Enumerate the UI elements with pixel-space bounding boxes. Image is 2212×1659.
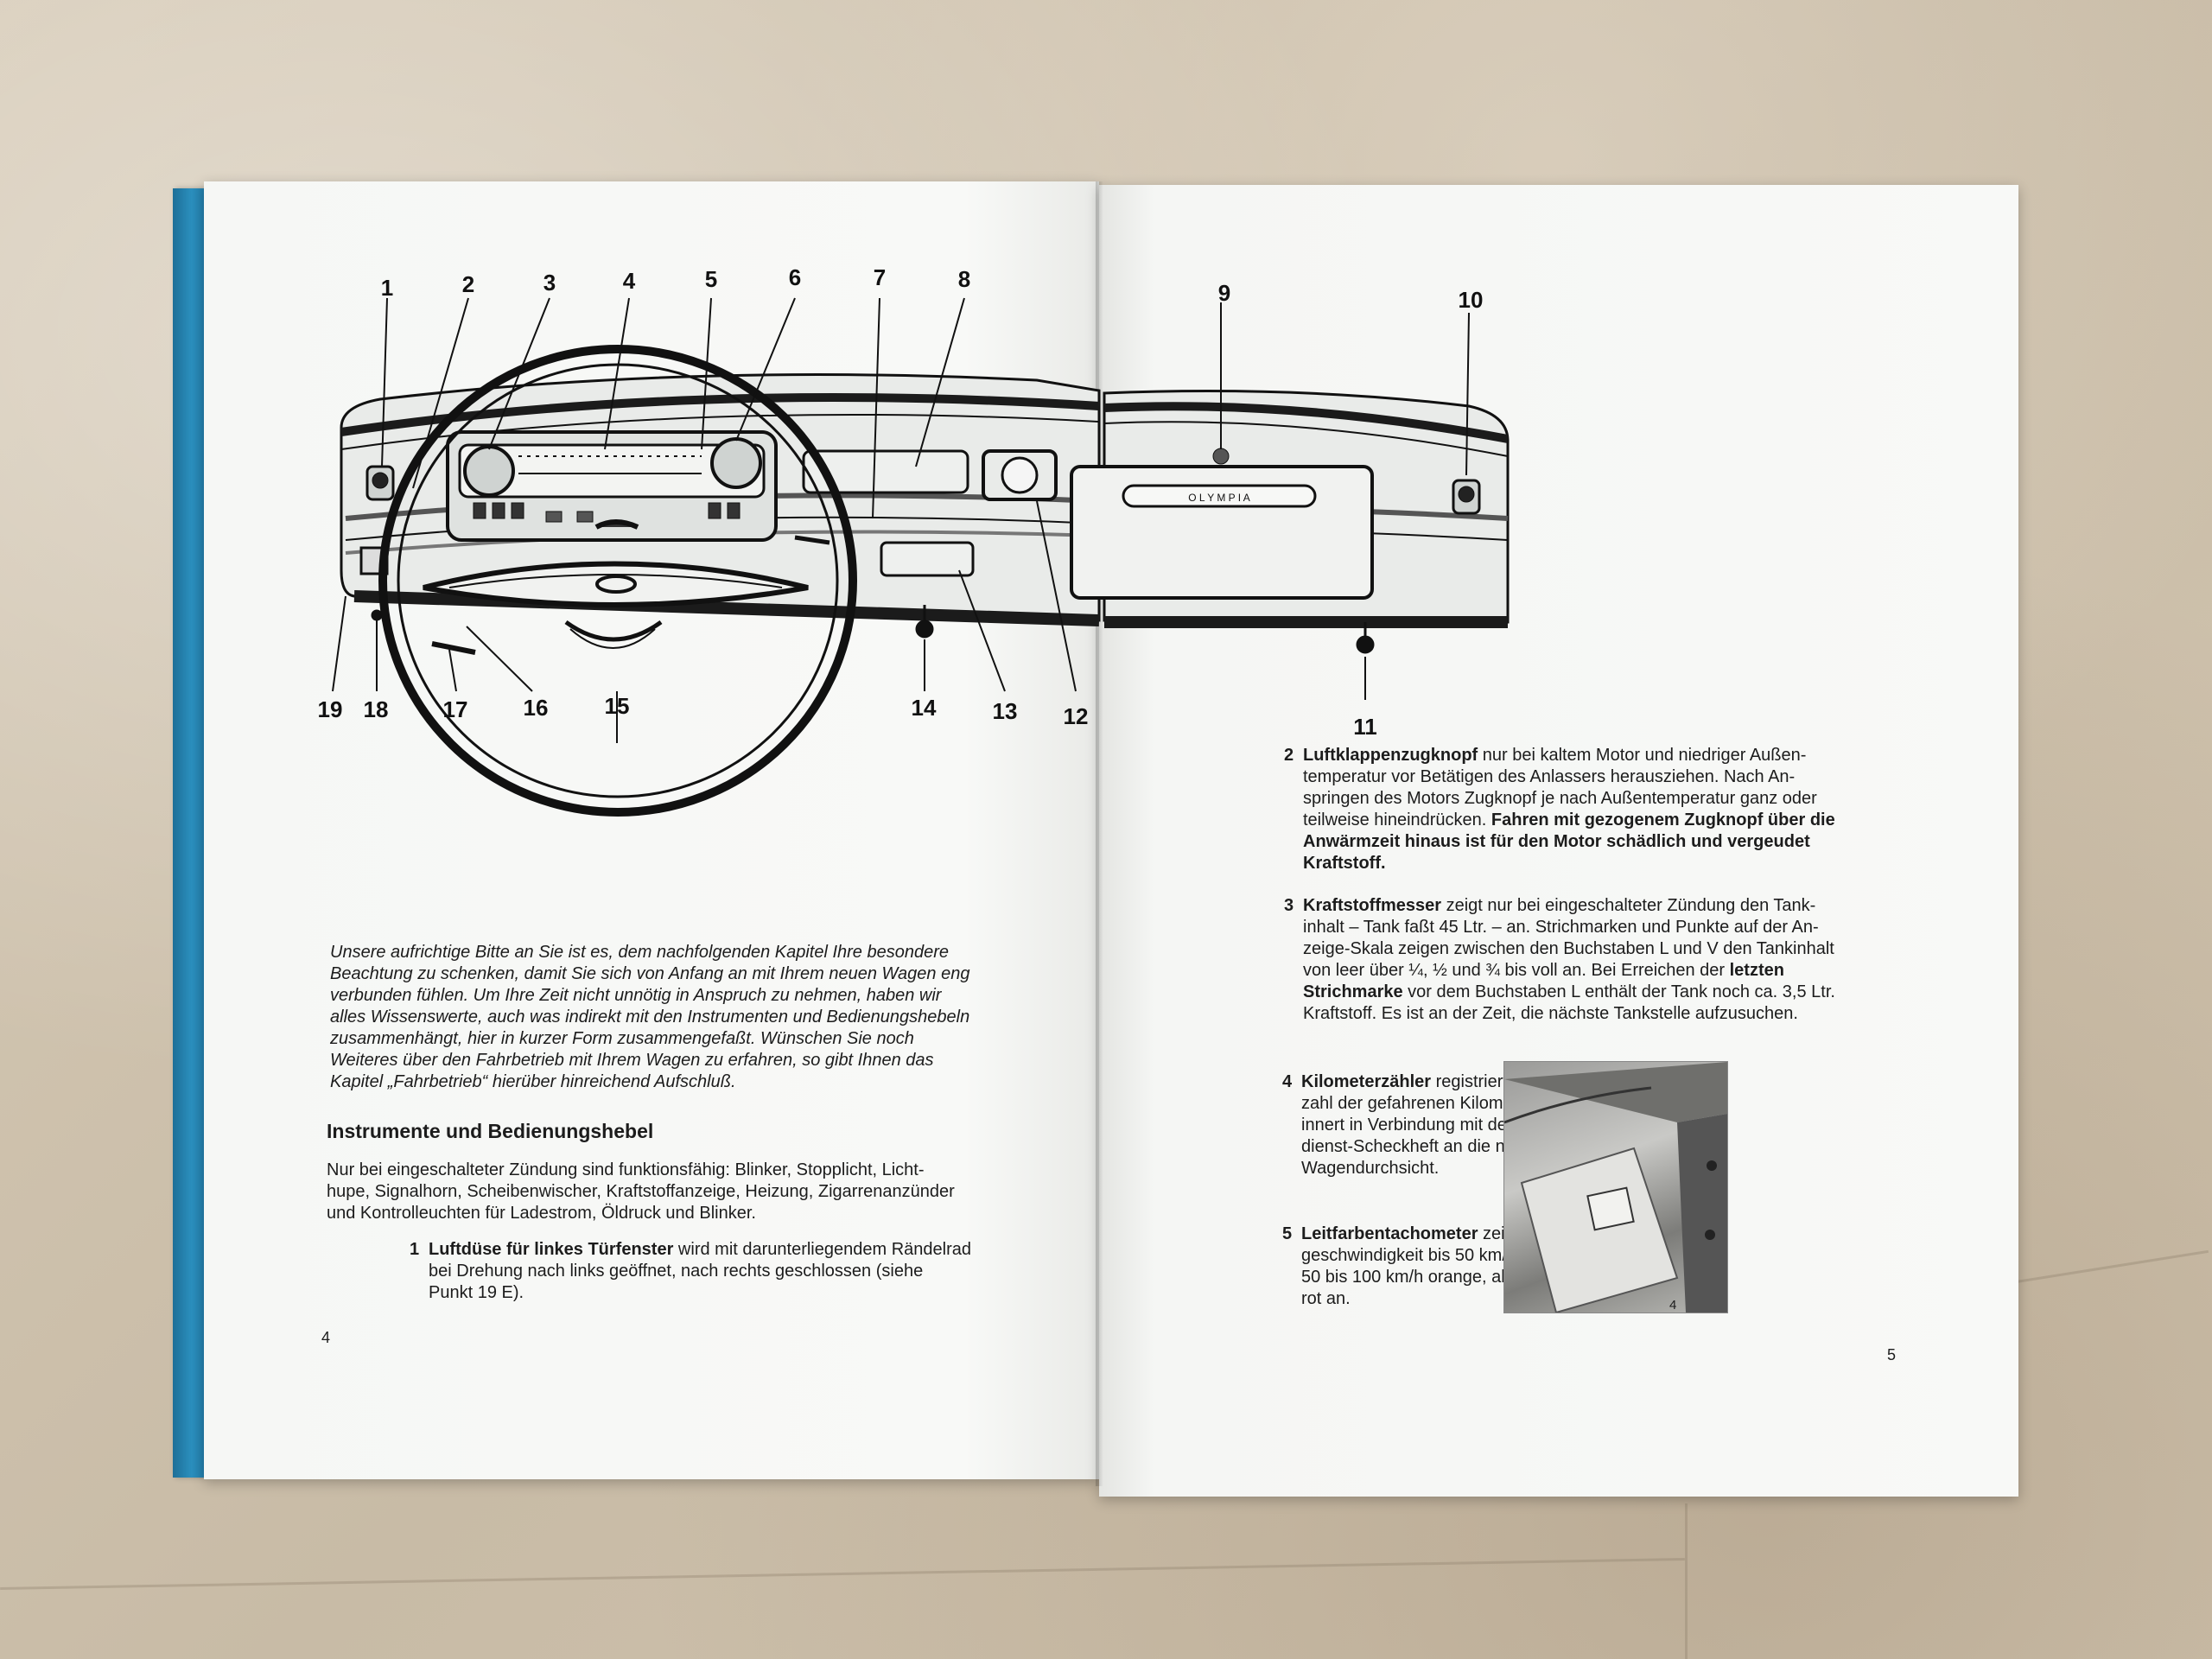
- floor-seam: [1685, 1503, 1688, 1659]
- callout-14: 14: [912, 695, 937, 721]
- item-2: 2 Luftklappenzugknopf nur bei kaltem Mot…: [1284, 745, 1897, 874]
- item-number: 1: [410, 1240, 420, 1259]
- item-line: temperatur vor Betätigen des Anlassers h…: [1303, 767, 1796, 786]
- callout-1: 1: [381, 275, 393, 301]
- functions-line: und Kontrolleuchten für Ladestrom, Öldru…: [327, 1204, 756, 1223]
- callout-5: 5: [705, 266, 717, 292]
- page-number-left: 4: [321, 1329, 331, 1346]
- functions-line: hupe, Signalhorn, Scheibenwischer, Kraft…: [327, 1182, 955, 1201]
- callout-10: 10: [1459, 287, 1484, 313]
- callout-2: 2: [462, 271, 474, 297]
- dashboard-left: [340, 373, 1101, 639]
- item-number: 2: [1284, 746, 1294, 765]
- callout-6: 6: [789, 264, 801, 290]
- callout-numbers-left: 1 2 3 4 5 6 7 8 19 18 17 16 15 14 13 12: [318, 264, 1089, 729]
- page-number-right: 5: [1887, 1346, 1897, 1363]
- intro-line: Weiteres über den Fahrbetrieb mit Ihrem …: [330, 1051, 934, 1070]
- item-emphasis: Strichmarke: [1303, 982, 1403, 1001]
- item-line: Kraftstoff. Es ist an der Zeit, die näch…: [1303, 1004, 1798, 1023]
- item-text: zeigt nur bei eingeschalteter Zündung de…: [1441, 896, 1816, 915]
- intro-paragraph: Unsere aufrichtige Bitte an Sie ist es, …: [330, 942, 1018, 1093]
- intro-line: verbunden fühlen. Um Ihre Zeit nicht unn…: [330, 986, 942, 1005]
- item-text: teilweise hineindrücken.: [1303, 810, 1491, 830]
- item-3: 3 Kraftstoffmesser zeigt nur bei eingesc…: [1284, 895, 1897, 1025]
- callout-7: 7: [874, 264, 886, 290]
- item-term: Kraftstoffmesser: [1303, 896, 1442, 915]
- dash-badge-text: O L Y M P I A: [1188, 492, 1250, 504]
- booklet-cover-edge: [173, 188, 204, 1478]
- item-warning: Anwärmzeit hinaus ist für den Motor schä…: [1303, 832, 1810, 851]
- callout-11: 11: [1353, 714, 1377, 740]
- steering-wheel: [378, 345, 857, 817]
- item-term: Luftklappenzugknopf: [1303, 746, 1478, 765]
- callout-3: 3: [543, 270, 556, 296]
- section-heading: Instrumente und Bedienungshebel: [327, 1120, 654, 1142]
- item-text: von leer über ¼, ½ und ¾ bis voll an. Be…: [1303, 961, 1730, 980]
- photo-caption: 4: [1669, 1298, 1677, 1313]
- callout-12: 12: [1064, 703, 1089, 729]
- item-term: Luftdüse für linkes Türfenster: [429, 1240, 674, 1259]
- item-number: 5: [1282, 1224, 1293, 1243]
- callout-numbers-right: 9 10 11: [1218, 280, 1484, 740]
- odometer-photo: [1503, 1061, 1728, 1314]
- callout-leaders: [332, 297, 1470, 743]
- item-line: inhalt – Tank faßt 45 Ltr. – an. Strichm…: [1303, 918, 1819, 937]
- item-number: 4: [1282, 1072, 1293, 1091]
- item-line: bei Drehung nach links geöffnet, nach re…: [429, 1262, 924, 1281]
- callout-9: 9: [1218, 280, 1230, 306]
- callout-4: 4: [623, 268, 636, 294]
- intro-line: Unsere aufrichtige Bitte an Sie ist es, …: [330, 943, 949, 962]
- item-line: Wagendurchsicht.: [1301, 1159, 1440, 1178]
- item-warning: Kraftstoff.: [1303, 854, 1386, 873]
- item-line: zeige-Skala zeigen zwischen den Buchstab…: [1303, 939, 1834, 958]
- callout-19: 19: [318, 696, 343, 722]
- callout-17: 17: [443, 696, 468, 722]
- callout-18: 18: [364, 696, 389, 722]
- item-text: vor dem Buchstaben L enthält der Tank no…: [1402, 982, 1835, 1001]
- callout-16: 16: [524, 695, 549, 721]
- item-emphasis: letzten: [1729, 961, 1784, 980]
- intro-line: Kapitel „Fahrbetrieb“ hierüber hinreiche…: [330, 1072, 736, 1091]
- functions-line: Nur bei eingeschalteter Zündung sind fun…: [327, 1160, 925, 1179]
- callout-15: 15: [605, 693, 630, 719]
- item-number: 3: [1284, 896, 1294, 915]
- page-gutter: [1096, 181, 1103, 1486]
- callout-13: 13: [993, 698, 1018, 724]
- item-line: rot an.: [1301, 1289, 1351, 1308]
- functions-paragraph: Nur bei eingeschalteter Zündung sind fun…: [327, 1160, 1013, 1224]
- item-line: springen des Motors Zugknopf je nach Auß…: [1303, 789, 1817, 808]
- dashboard-right: [1070, 390, 1510, 654]
- item-term: Leitfarbentachometer: [1301, 1224, 1478, 1243]
- odometer-photo-drawing: [1503, 1062, 1727, 1314]
- item-text: nur bei kaltem Motor und niedriger Außen…: [1478, 746, 1807, 765]
- item-text: wird mit darunterliegendem Rändelrad: [673, 1240, 971, 1259]
- item-1: 1 Luftdüse für linkes Türfenster wird mi…: [410, 1239, 1014, 1304]
- callout-8: 8: [958, 266, 970, 292]
- item-line: Punkt 19 E).: [429, 1283, 524, 1302]
- intro-line: Beachtung zu schenken, damit Sie sich vo…: [330, 964, 970, 983]
- intro-line: alles Wissenswerte, auch was indirekt mi…: [330, 1007, 970, 1027]
- intro-line: zusammenhängt, hier in kurzer Form zusam…: [330, 1029, 914, 1048]
- item-warning: Fahren mit gezogenem Zugknopf über die: [1491, 810, 1835, 830]
- item-term: Kilometerzähler: [1301, 1072, 1432, 1091]
